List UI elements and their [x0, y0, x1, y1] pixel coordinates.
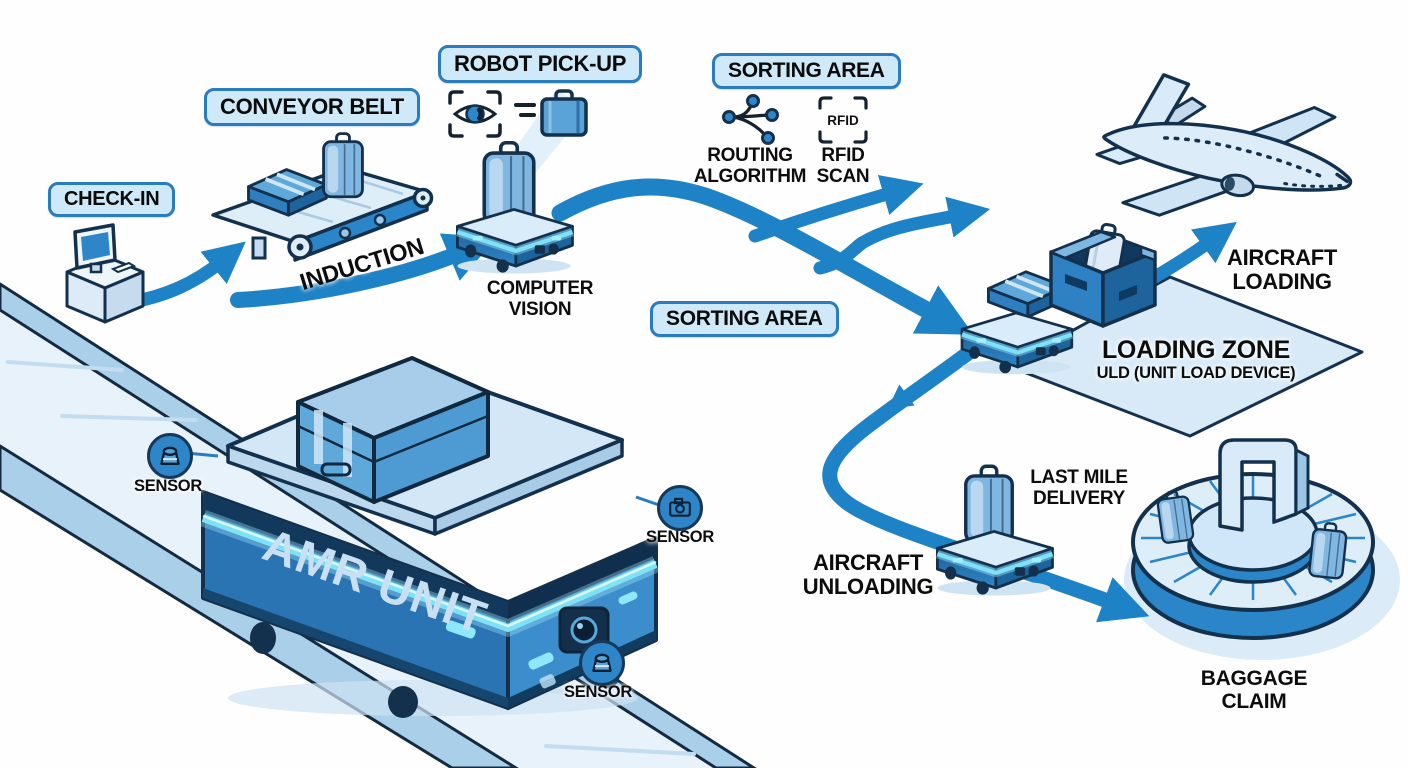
conveyor-belt-illustration: [211, 132, 434, 262]
caption-aircraft-loading: AIRCRAFT LOADING: [1226, 245, 1338, 295]
conveyor-suitcase-upright: [322, 132, 364, 199]
caption-rfid-scan: RFID SCAN: [816, 145, 870, 187]
baggage-claim-carousel: [1131, 438, 1375, 640]
label-check-in: CHECK-IN: [48, 182, 176, 217]
caption-sensor-bottom: SENSOR: [564, 683, 632, 701]
network-branch-icon: [722, 94, 779, 145]
caption-uld: ULD (UNIT LOAD DEVICE): [1096, 364, 1296, 382]
arrow-main-sorting: [551, 178, 974, 335]
uld-crate: [1049, 222, 1157, 328]
arrow-sort-branch-1: [748, 174, 924, 243]
caption-computer-vision: COMPUTER VISION: [486, 278, 594, 320]
rfid-frame-icon: RFID: [818, 96, 868, 144]
arrow-sort-branch-2: [813, 196, 991, 275]
label-sorting-area-top: SORTING AREA: [712, 53, 901, 89]
arrow-unloading-midhead: [887, 384, 915, 410]
caption-sensor-left: SENSOR: [134, 477, 202, 495]
caption-loading-zone: LOADING ZONE: [1101, 336, 1291, 364]
caption-sensor-right: SENSOR: [646, 528, 714, 546]
label-robot-pickup: ROBOT PICK-UP: [438, 45, 643, 83]
arrow-induction: [230, 233, 497, 308]
suitcase-motion-icon: [514, 89, 588, 137]
lidar-icon: [592, 653, 612, 672]
caption-last-mile: LAST MILE DELIVERY: [1030, 467, 1128, 509]
check-in-kiosk: [65, 223, 145, 324]
rfid-tag-text: RFID: [827, 113, 859, 128]
sensor-badge-bottom: [579, 640, 625, 686]
eye-scan-icon: [448, 90, 502, 138]
sensor-badge-left: [147, 433, 193, 479]
airplane: [1095, 73, 1353, 217]
caption-aircraft-unloading: AIRCRAFT UNLOADING: [802, 550, 934, 600]
label-sorting-area-mid: SORTING AREA: [650, 301, 839, 337]
carousel-arch: [1218, 438, 1310, 532]
sensor-badge-right: [657, 485, 703, 531]
amr-suitcase: [296, 356, 490, 504]
airplane-windows: [1163, 136, 1328, 181]
caption-baggage-claim: BAGGAGE CLAIM: [1200, 667, 1308, 714]
label-conveyor-belt: CONVEYOR BELT: [204, 88, 420, 126]
last-mile-suitcase: [964, 464, 1014, 544]
caption-routing-algorithm: ROUTING ALGORITHM: [693, 145, 807, 187]
amr-status-lights: [445, 591, 638, 670]
camera-icon: [669, 497, 691, 517]
pickup-amr: [448, 140, 580, 280]
lidar-icon: [160, 446, 180, 465]
